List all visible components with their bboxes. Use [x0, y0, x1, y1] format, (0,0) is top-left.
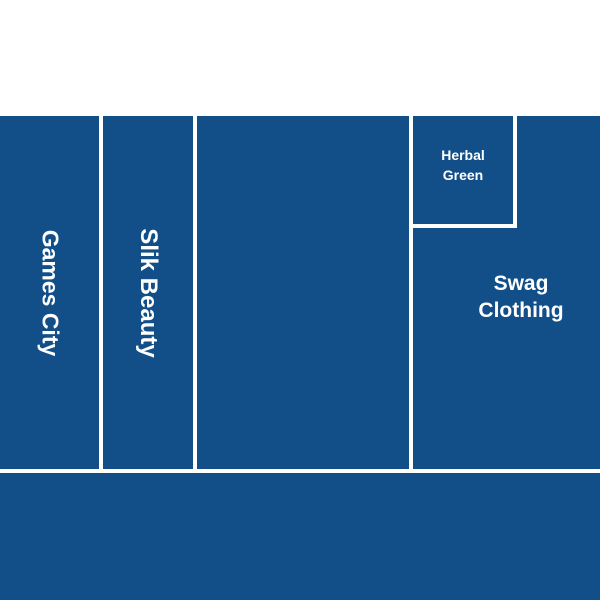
unit-games-city[interactable]: Games City — [0, 116, 99, 469]
unit-swag-clothing-label: Swag Clothing — [477, 270, 565, 324]
unit-herbal-green-label: Herbal Green — [441, 145, 485, 185]
unit-unlabeled[interactable] — [197, 116, 409, 469]
unit-herbal-green-label-line2: Green — [442, 167, 484, 183]
unit-games-city-label: Games City — [37, 229, 63, 356]
unit-herbal-green-label-line1: Herbal — [441, 147, 485, 163]
unit-silk-beauty[interactable]: Slik Beauty — [103, 116, 193, 469]
unit-herbal-green[interactable]: Herbal Green — [413, 116, 513, 224]
unit-bottom[interactable] — [0, 473, 600, 600]
unit-swag-clothing-label-line1: Swag — [493, 272, 549, 295]
unit-silk-beauty-label: Slik Beauty — [135, 227, 162, 358]
unit-swag-clothing[interactable]: Swag Clothing — [413, 228, 600, 469]
unit-swag-clothing-upper[interactable] — [517, 116, 600, 228]
unit-swag-clothing-label-line2: Clothing — [478, 299, 564, 322]
